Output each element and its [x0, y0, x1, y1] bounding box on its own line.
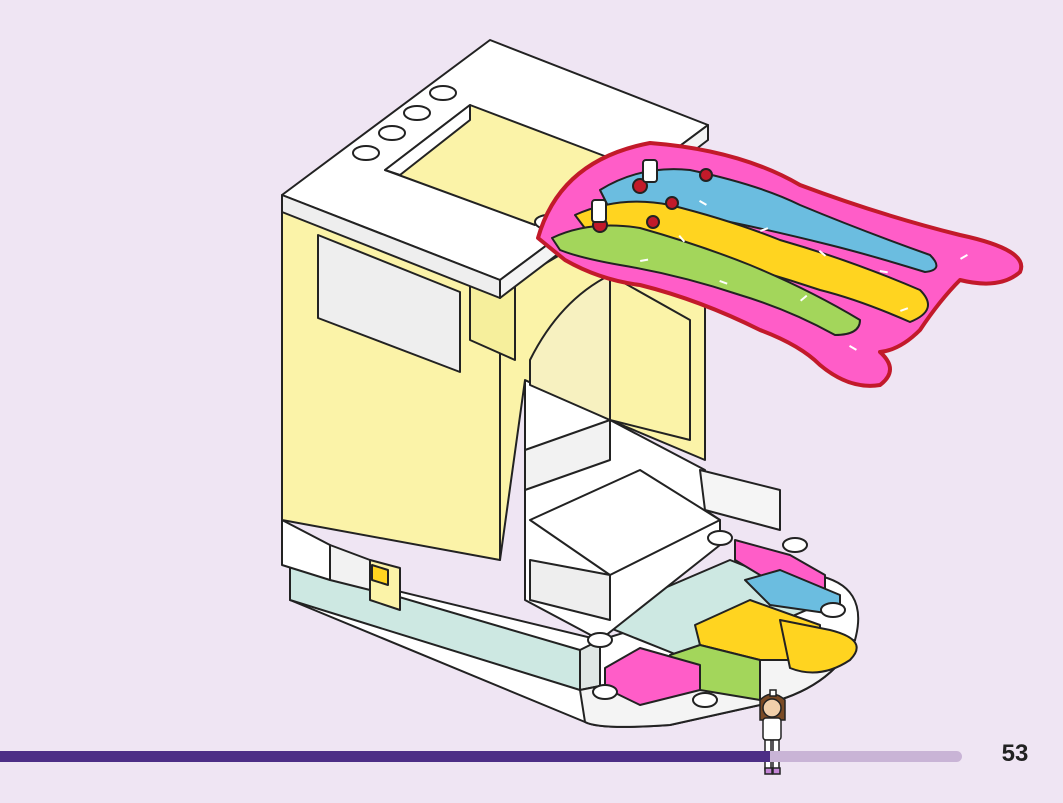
progress-bar	[0, 751, 962, 762]
tower	[281, 169, 706, 611]
staircase	[524, 379, 781, 641]
rainbow-drip-element	[536, 141, 1024, 388]
progress-bar-fill	[0, 751, 770, 762]
base-studs	[587, 530, 846, 708]
page-number: 53	[1001, 740, 1029, 767]
